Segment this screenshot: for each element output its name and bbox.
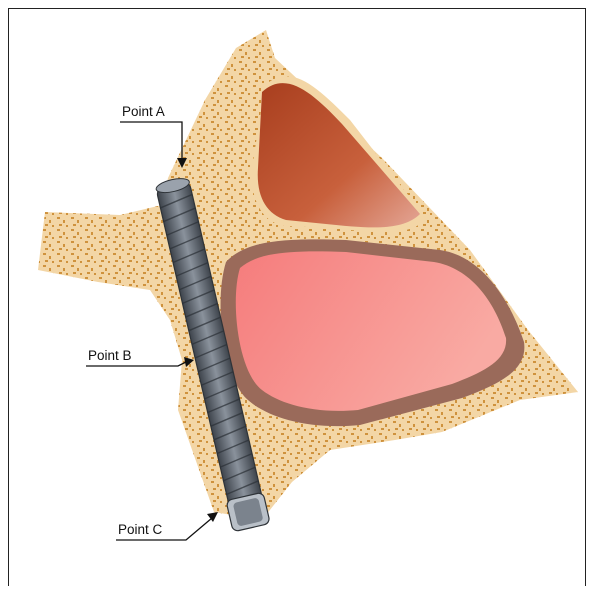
point-a-label: Point A xyxy=(122,104,165,119)
upper-chamber xyxy=(252,76,426,232)
point-b-label: Point B xyxy=(88,348,132,363)
point-c-label: Point C xyxy=(118,522,163,537)
